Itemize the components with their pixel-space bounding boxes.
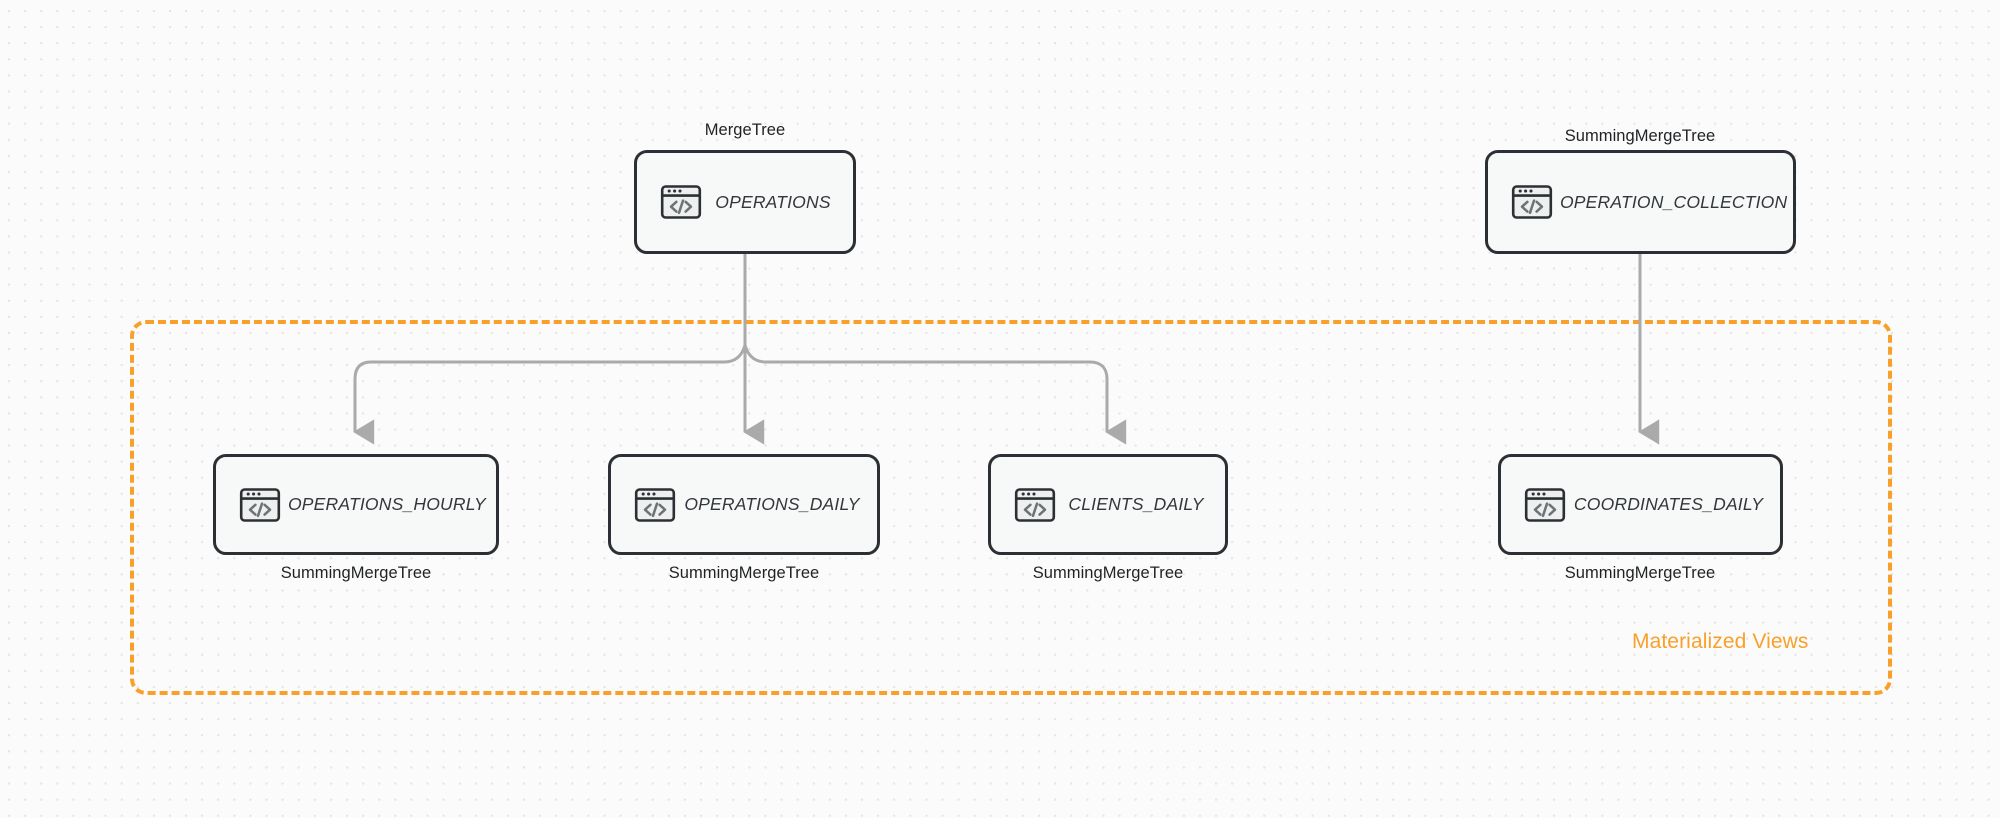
code-window-icon: [633, 483, 677, 527]
materialized-views-group-label: Materialized Views: [1632, 630, 1809, 653]
code-window-icon: [659, 180, 703, 224]
node-label-clients-daily: CLIENTS_DAILY: [1068, 494, 1204, 514]
node-operation-collection[interactable]: OPERATION_COLLECTION: [1485, 150, 1796, 254]
code-window-icon: [1523, 483, 1567, 527]
node-operations-hourly[interactable]: OPERATIONS_HOURLY: [213, 454, 499, 555]
engine-caption-coordinates-daily: SummingMergeTree: [1564, 564, 1716, 582]
node-label-operations-daily: OPERATIONS_DAILY: [684, 494, 860, 514]
node-coordinates-daily[interactable]: COORDINATES_DAILY: [1498, 454, 1783, 555]
engine-caption-operations: MergeTree: [704, 121, 786, 139]
code-window-icon: [1013, 483, 1057, 527]
engine-caption-operations-hourly: SummingMergeTree: [280, 564, 432, 582]
node-clients-daily[interactable]: CLIENTS_DAILY: [988, 454, 1228, 555]
engine-caption-operation-collection: SummingMergeTree: [1564, 127, 1716, 145]
materialized-views-group: [130, 320, 1892, 695]
code-window-icon: [238, 483, 282, 527]
node-label-operations: OPERATIONS: [715, 191, 831, 212]
engine-caption-operations-daily: SummingMergeTree: [668, 564, 820, 582]
code-window-icon: [1510, 180, 1554, 224]
node-label-operation-collection: OPERATION_COLLECTION: [1560, 191, 1788, 212]
node-label-operations-hourly: OPERATIONS_HOURLY: [288, 494, 486, 514]
engine-caption-clients-daily: SummingMergeTree: [1032, 564, 1184, 582]
node-operations-daily[interactable]: OPERATIONS_DAILY: [608, 454, 880, 555]
node-operations[interactable]: OPERATIONS: [634, 150, 856, 254]
node-label-coordinates-daily: COORDINATES_DAILY: [1573, 494, 1764, 514]
